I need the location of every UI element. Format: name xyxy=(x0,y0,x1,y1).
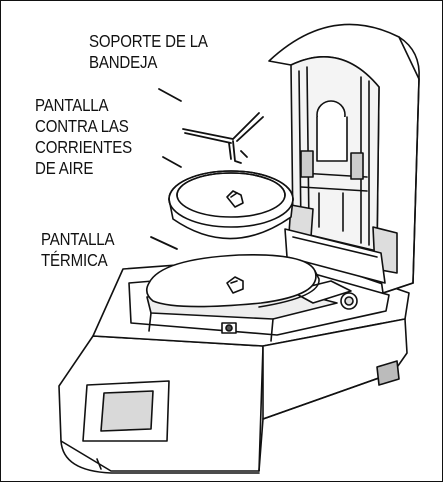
leader-heat-shield xyxy=(150,236,178,250)
label-heat-shield-line1: PANTALLA xyxy=(41,229,115,249)
label-heat-shield: PANTALLA TÉRMICA xyxy=(41,229,115,271)
label-heat-shield-line2: TÉRMICA xyxy=(41,250,108,270)
draft-shield-part xyxy=(168,170,294,240)
open-lid xyxy=(268,23,420,294)
label-draft-shield-line1: PANTALLA xyxy=(35,95,109,115)
leader-tray-support xyxy=(158,88,182,102)
label-draft-shield-line2: CONTRA LAS xyxy=(35,116,129,136)
label-tray-support-line1: SOPORTE DE LA xyxy=(89,31,208,51)
label-draft-shield: PANTALLA CONTRA LAS CORRIENTES DE AIRE xyxy=(35,95,132,179)
label-draft-shield-line4: DE AIRE xyxy=(35,158,94,178)
label-tray-support-line2: BANDEJA xyxy=(89,52,158,72)
leader-lines xyxy=(150,88,182,250)
heat-shield-part xyxy=(145,254,320,308)
leader-draft-shield xyxy=(162,156,182,168)
label-draft-shield-line3: CORRIENTES xyxy=(35,137,132,157)
label-tray-support: SOPORTE DE LA BANDEJA xyxy=(89,31,208,73)
tray-support-part xyxy=(182,112,264,164)
